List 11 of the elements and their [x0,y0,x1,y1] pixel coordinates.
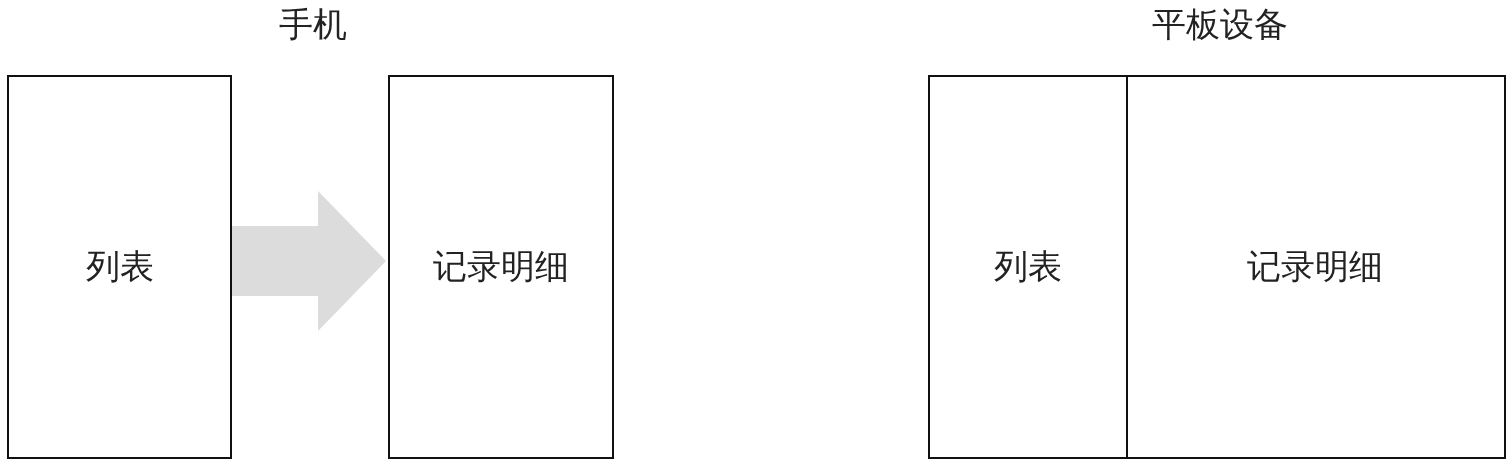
block-arrow [232,191,386,331]
device-heading: 平板设备 [1152,3,1288,46]
screen-panel [388,75,614,459]
panel-label: 记录明细 [433,245,569,288]
screen-panel [1126,75,1506,459]
device-heading: 手机 [279,3,347,46]
panel-label: 列表 [85,245,154,288]
panel-label: 记录明细 [1247,245,1383,288]
screen-panel [928,75,1128,459]
screen-panel [7,75,232,459]
panel-label: 列表 [994,245,1062,288]
